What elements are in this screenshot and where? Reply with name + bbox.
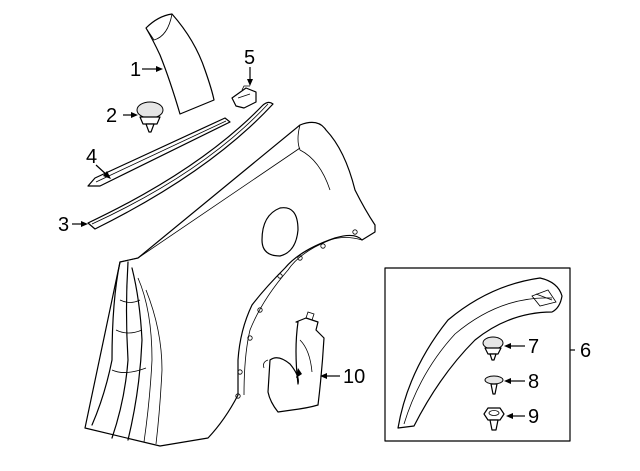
callout-4: 4 <box>86 146 97 168</box>
part-7-clip <box>482 336 504 361</box>
callout-9: 9 <box>528 406 539 428</box>
part-6-wheel-flare <box>397 277 563 429</box>
callout-10: 10 <box>343 366 365 388</box>
callout-labels: 1 2 3 4 5 6 7 8 9 10 <box>58 47 591 428</box>
wheel-arch-holes <box>235 229 358 399</box>
part-8-rivet <box>484 375 504 395</box>
callout-3: 3 <box>58 214 69 236</box>
part-3-belt-molding <box>87 101 274 230</box>
callout-5: 5 <box>244 47 255 69</box>
part-1-pillar-applique <box>145 13 215 115</box>
part-10-mud-flap <box>263 311 325 413</box>
part-2-clip <box>136 101 164 133</box>
part-5-end-cap <box>231 85 257 109</box>
detail-box <box>384 267 575 442</box>
callout-arrows <box>72 66 525 419</box>
callout-2: 2 <box>106 105 117 127</box>
callout-8: 8 <box>528 371 539 393</box>
callout-7: 7 <box>528 336 539 358</box>
part-4-belt-molding <box>87 117 231 187</box>
quarter-panel <box>84 121 376 447</box>
callout-1: 1 <box>130 59 141 81</box>
part-9-nut <box>483 407 505 431</box>
fuel-door <box>261 207 299 257</box>
callout-6: 6 <box>580 340 591 362</box>
